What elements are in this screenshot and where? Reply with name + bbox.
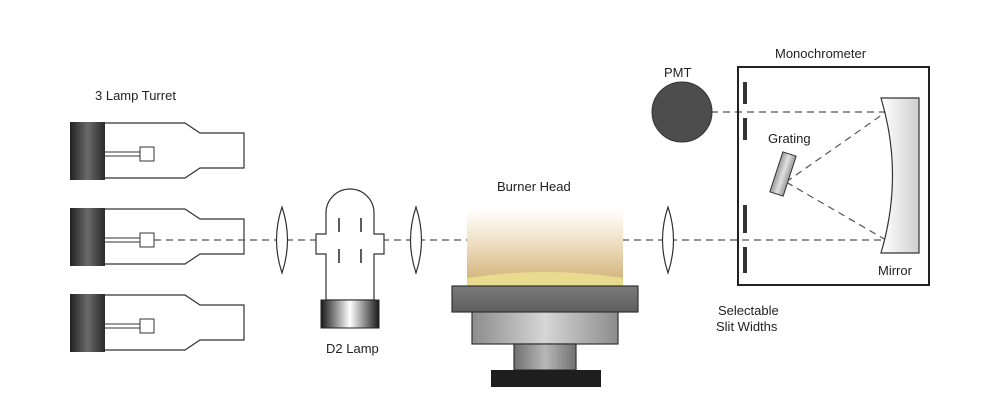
- burner-head: [451, 209, 639, 387]
- lens-3: [661, 205, 675, 275]
- concave-mirror: [880, 97, 920, 254]
- slit-widths-label-line2: Slit Widths: [716, 319, 778, 334]
- grating: [769, 151, 797, 197]
- pmt-detector: [651, 81, 713, 143]
- burner-head-label: Burner Head: [497, 179, 571, 194]
- hollow-cathode-lamp-middle: [70, 208, 245, 266]
- pmt-label: PMT: [664, 65, 692, 80]
- monochrometer-label: Monochrometer: [775, 46, 867, 61]
- hollow-cathode-lamp-top: [70, 122, 245, 180]
- d2-lamp-label: D2 Lamp: [326, 341, 379, 356]
- optical-path: [154, 111, 887, 241]
- lens-2: [409, 205, 423, 275]
- exit-slit: [743, 82, 747, 140]
- burner-stand: [491, 370, 601, 387]
- d2-lamp: [315, 188, 385, 329]
- slit-widths-label-line1: Selectable: [718, 303, 779, 318]
- grating-label: Grating: [768, 131, 811, 146]
- lens-1: [275, 205, 289, 275]
- mirror-label: Mirror: [878, 263, 913, 278]
- hollow-cathode-lamp-bottom: [70, 294, 245, 352]
- entrance-slit: [743, 205, 747, 273]
- monochrometer-box: [737, 66, 930, 286]
- lamp-turret-label: 3 Lamp Turret: [95, 88, 176, 103]
- flame-core: [467, 272, 623, 286]
